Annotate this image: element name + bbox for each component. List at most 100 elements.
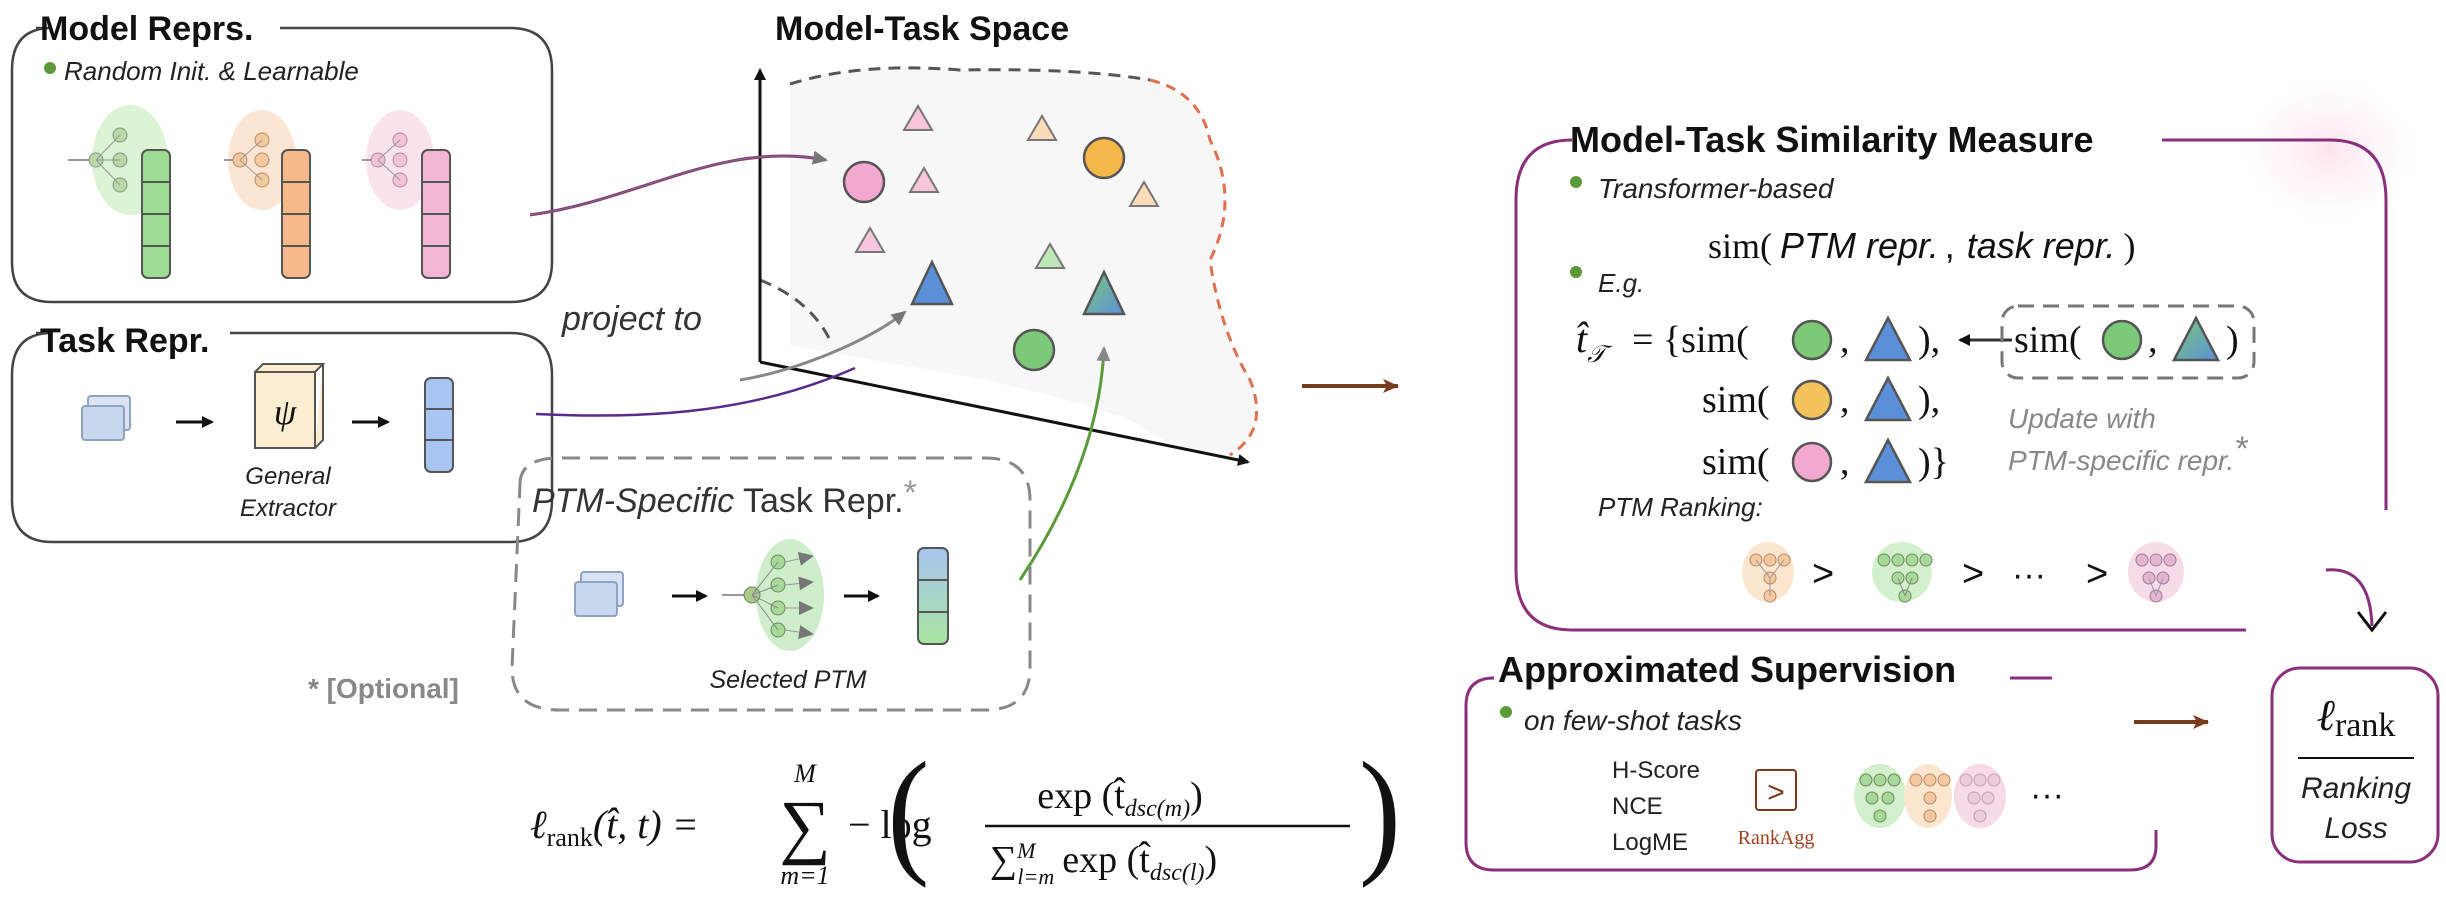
project-to-label: project to: [561, 300, 702, 338]
triangle-green: [1034, 242, 1066, 269]
triangle-blue: [1863, 375, 1913, 422]
general-extractor-icon: ψ: [254, 363, 326, 449]
ranking-loss-box: ℓrank Ranking Loss: [2270, 666, 2440, 864]
svg-text:ℓrank(t̂, t) =: ℓrank(t̂, t) =: [530, 802, 699, 852]
similarity-bullet-2: E.g.: [1598, 268, 1644, 298]
extractor-label-2: Extractor: [240, 495, 337, 522]
svg-text:∑: ∑: [779, 786, 830, 866]
loss-label-1: Ranking: [2301, 772, 2411, 805]
model-reprs-bullet: Random Init. & Learnable: [64, 56, 359, 86]
svg-text:sim(: sim(: [1702, 441, 1770, 483]
loss-label-2: Loss: [2324, 812, 2387, 845]
connector-task-2: [739, 310, 907, 382]
similarity-bullet-1: Transformer-based: [1598, 173, 1835, 204]
svg-text:)}: )}: [1918, 441, 1949, 483]
bullet-dot: [1500, 706, 1512, 718]
t-hat-symbol: t̂𝒯: [1576, 316, 1613, 368]
space-region: [790, 67, 1257, 455]
svg-text:···: ···: [2030, 776, 2064, 814]
svg-text:): ): [2226, 319, 2239, 361]
triangle-mixed: [1082, 269, 1126, 316]
updated-sim-box: [2000, 304, 2256, 380]
ptm-ranking-label: PTM Ranking:: [1598, 492, 1763, 522]
extractor-label-1: General: [245, 463, 331, 490]
bullet-dot: [1570, 266, 1582, 278]
task-repr-bar: [424, 377, 454, 473]
svg-text:),: ),: [1918, 379, 1940, 421]
svg-text:),: ),: [1918, 319, 1940, 361]
rankagg-icon: [1755, 769, 1797, 811]
triangle-blue: [1863, 315, 1913, 362]
update-label-2: PTM-specific repr.*: [2008, 430, 2249, 476]
svg-text:M: M: [793, 759, 817, 788]
bullet-dot: [1570, 176, 1582, 188]
circle-pink: [1791, 441, 1833, 483]
update-label-1: Update with: [2008, 403, 2156, 434]
circle-orange: [1791, 379, 1833, 421]
sim-row-1-open: = {sim(: [1632, 319, 1749, 361]
connector-ptm-specific: [1018, 346, 1111, 581]
task-repr-panel: Task Repr. ψ General Extractor: [10, 322, 554, 544]
svg-text:− log: − log: [848, 802, 932, 847]
image-stack-icon: [574, 571, 624, 617]
to-loss-arrow: [2325, 568, 2374, 627]
bullet-dot: [44, 62, 56, 74]
svg-text:>: >: [1812, 553, 1834, 595]
method-nce: NCE: [1612, 793, 1663, 820]
connector-task: [535, 366, 856, 417]
ranked-ptm-orange-icon: [1742, 542, 1794, 603]
svg-text:exp (t̂dsc(m)): exp (t̂dsc(m)): [1037, 775, 1203, 822]
model-reprs-title: Model Reprs.: [40, 10, 253, 48]
space-plot: [754, 66, 1259, 466]
svg-text:>: >: [2086, 553, 2108, 595]
triangle-pink: [854, 226, 886, 253]
ptm-specific-title: PTM-Specific Task Repr.*: [532, 474, 917, 520]
svg-text:,: ,: [1840, 441, 1850, 483]
svg-text:,: ,: [1840, 319, 1850, 361]
svg-text:sim(: sim(: [1702, 379, 1770, 421]
svg-text:>: >: [1767, 776, 1785, 809]
model-repr-green: [68, 105, 171, 279]
supervision-bullet: on few-shot tasks: [1524, 705, 1742, 736]
extractor-symbol: ψ: [274, 392, 297, 432]
triangle-orange: [1026, 114, 1058, 141]
ptm-specific-panel: PTM-Specific Task Repr.* Selected PTM: [510, 456, 1032, 712]
supervision-panel: Approximated Supervision on few-shot tas…: [1464, 649, 2158, 872]
ranked-ptm-green-icon: [1872, 542, 1933, 603]
triangle-pink: [902, 104, 934, 131]
similarity-title: Model-Task Similarity Measure: [1570, 119, 2094, 160]
image-stack-icon: [81, 395, 131, 441]
model-repr-orange: [224, 110, 311, 279]
method-hscore: H-Score: [1612, 757, 1700, 784]
supervision-title: Approximated Supervision: [1498, 649, 1956, 690]
space-title: Model-Task Space: [775, 10, 1069, 48]
triangle-blue: [910, 259, 954, 306]
svg-text:···: ···: [2012, 556, 2046, 594]
sim-general: sim(PTM repr.,task repr.): [1708, 225, 2135, 266]
optional-note: * [Optional]: [308, 673, 459, 704]
ranked-ptm-pink-icon: [2128, 542, 2184, 603]
svg-text:,: ,: [2148, 319, 2158, 361]
svg-text:): ): [1359, 733, 1401, 889]
svg-text:m=1: m=1: [780, 861, 829, 890]
model-repr-pink: [362, 110, 451, 279]
triangle-mixed: [2171, 315, 2221, 362]
circle-green: [2101, 319, 2143, 361]
model-reprs-panel: Model Reprs. Random Init. & Learnable: [10, 10, 554, 304]
selected-ptm-network-icon: [722, 539, 824, 651]
selected-ptm-label: Selected PTM: [709, 666, 866, 694]
circle-orange: [1082, 136, 1126, 180]
circle-green: [1012, 328, 1056, 372]
svg-text:(: (: [887, 733, 929, 889]
supervision-ptm-icons: [1854, 764, 2006, 828]
triangle-orange: [1128, 180, 1160, 207]
svg-text:>: >: [1962, 553, 1984, 595]
triangle-blue: [1863, 437, 1913, 484]
triangle-pink: [908, 166, 940, 193]
method-logme: LogME: [1612, 829, 1688, 856]
rank-loss-formula: ℓrank(t̂, t) = M ∑ m=1 − log ( exp (t̂ds…: [530, 733, 1401, 890]
task-repr-title: Task Repr.: [40, 322, 209, 360]
svg-text:,: ,: [1840, 379, 1850, 421]
